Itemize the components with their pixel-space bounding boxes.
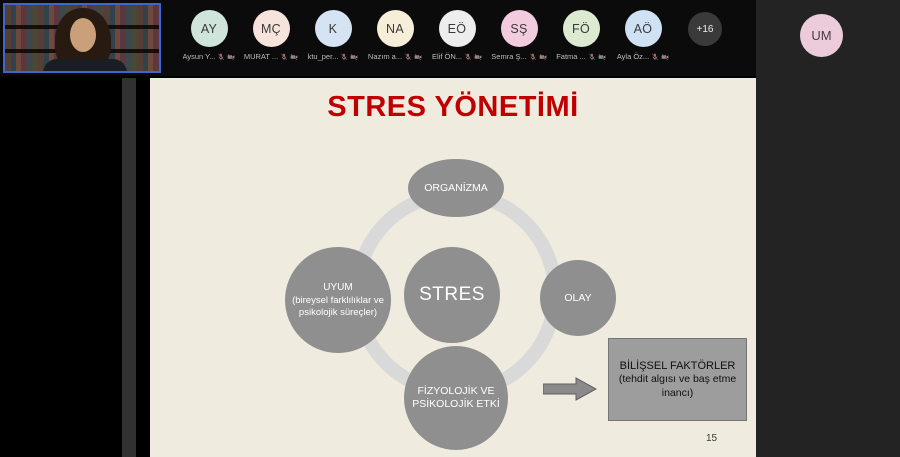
participant-name-row: Ayla Öz... [617,52,669,61]
node-organizma: ORGANİZMA [408,159,504,217]
mic-off-icon [652,52,659,60]
participant-initials: K [328,21,338,36]
participant-name: Nazım a... [367,52,403,61]
right-side-panel: UM [756,0,900,457]
overflow-participants[interactable]: +16 [674,10,736,61]
callout-subtitle: (tehdit algısı ve baş etme inancı) [618,373,737,399]
camera-off-icon [228,53,235,60]
participant-tile[interactable]: AY Aysun Y... [178,10,240,61]
node-label: OLAY [564,292,592,304]
node-label: ORGANİZMA [424,182,488,194]
participant-name-row: Elif ÖN... [432,52,482,61]
participant-tile[interactable]: AÖ Ayla Öz... [612,10,674,61]
participant-initials: MÇ [260,21,282,36]
participant-avatar: NA [376,10,414,47]
node-sublabel: (bireysel farklılıklar ve psikolojik sür… [292,295,384,318]
participant-name: Elif ÖN... [431,52,462,61]
participant-avatar: AY [190,10,228,47]
node-fizyolojik-etki: FİZYOLOJİK VE PSİKOLOJİK ETKİ [404,346,508,450]
participant-tile[interactable]: SŞ Semra Ş... [488,10,550,61]
node-label: FİZYOLOJİK VE PSİKOLOJİK ETKİ [412,384,500,410]
participant-avatar: AÖ [624,10,662,47]
camera-off-icon [661,53,669,60]
camera-off-icon [414,53,422,60]
participant-avatar: SŞ [500,10,538,47]
mic-off-icon [529,52,536,60]
corner-participant-initials: UM [811,28,832,43]
participant-tile[interactable]: K ktu_per... [302,10,364,61]
presentation-slide: STRES YÖNETİMİ ORGANİZMA UYUM (bireysel … [150,78,756,457]
participant-initials: AÖ [633,21,653,36]
mic-off-icon [281,52,288,60]
participant-tile[interactable]: EÖ Elif ÖN... [426,10,488,61]
mic-off-icon [341,52,348,60]
node-stres: STRES [404,247,500,343]
participant-initials: SŞ [510,21,528,36]
camera-off-icon [290,53,298,60]
participant-name-row: Nazım a... [368,52,422,61]
overflow-count-label: +16 [696,23,714,35]
camera-off-icon [539,53,547,60]
camera-off-icon [351,53,358,60]
participant-name: MURAT ... [243,52,279,61]
callout-title: BİLİŞSEL FAKTÖRLER [619,359,736,372]
participant-name-row: Semra Ş... [491,52,547,61]
participant-tile[interactable]: MÇ MURAT ... [240,10,302,61]
node-label: UYUM [323,282,353,294]
mic-off-icon [405,52,412,60]
participant-tile[interactable]: FÖ Fatma ... [550,10,612,61]
right-arrow-icon [543,377,597,401]
participant-name: Aysun Y... [182,52,216,61]
person-torso [43,59,127,71]
corner-participant-avatar[interactable]: UM [800,14,843,57]
bilissel-faktorler-box: BİLİŞSEL FAKTÖRLER (tehdit algısı ve baş… [608,338,747,421]
participant-name: Semra Ş... [491,52,527,61]
participant-name-row: Fatma ... [556,52,606,61]
participant-name: Fatma ... [556,52,586,61]
node-olay: OLAY [540,260,616,336]
slide-title: STRES YÖNETİMİ [327,91,579,123]
participant-name-row: Aysun Y... [183,52,236,61]
mic-off-icon [588,52,595,60]
participant-name: ktu_per... [307,52,339,61]
node-uyum: UYUM (bireysel farklılıklar ve psikoloji… [285,247,391,353]
participant-name-row: MURAT ... [244,52,298,61]
camera-off-icon [598,53,606,60]
mic-off-icon [465,52,471,60]
participant-tile[interactable]: NA Nazım a... [364,10,426,61]
participant-initials: AY [200,21,218,36]
node-label: STRES [419,284,485,305]
participant-name-row: ktu_per... [308,52,359,61]
participant-initials: FÖ [572,21,590,36]
person-face [70,18,96,52]
participant-avatar: EÖ [438,10,476,47]
camera-off-icon [474,53,482,60]
participant-initials: EÖ [447,21,467,36]
participant-name: Ayla Öz... [616,52,650,61]
participant-avatar: FÖ [562,10,600,47]
slide-page-number: 15 [706,433,718,444]
participant-avatar: MÇ [252,10,290,47]
self-video-thumbnail[interactable] [3,3,161,73]
window-edge-bar [122,78,136,457]
overflow-count-badge: +16 [688,12,722,46]
participant-strip: AY Aysun Y... MÇ MURAT ... K ktu_per... [178,10,736,61]
meeting-top-bar: AY Aysun Y... MÇ MURAT ... K ktu_per... [0,0,900,76]
participant-avatar: K [314,10,352,47]
participant-initials: NA [386,21,404,36]
mic-off-icon [218,52,225,60]
